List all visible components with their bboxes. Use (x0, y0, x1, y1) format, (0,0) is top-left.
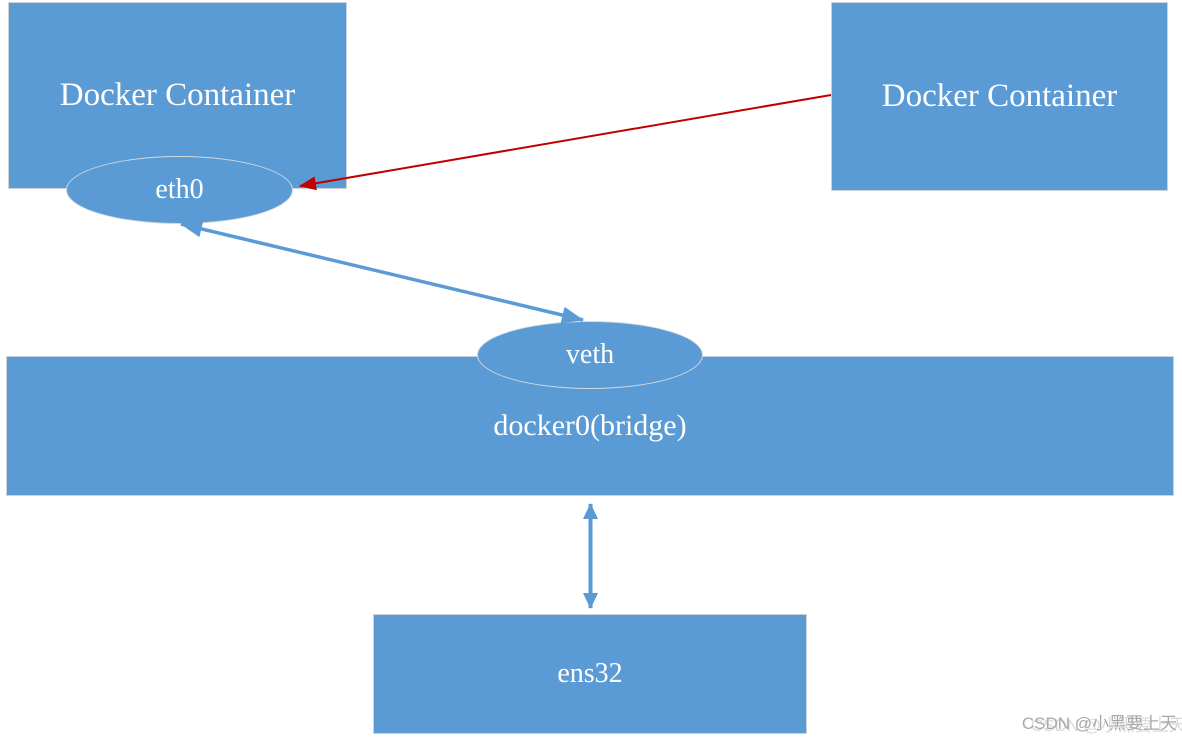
node-docker-container-right: Docker Container (831, 2, 1168, 191)
node-label: Docker Container (881, 78, 1118, 114)
node-label: ens32 (557, 658, 623, 689)
csdn-watermark: CSDN @小黑要上天 (1021, 714, 1177, 733)
node-eth0: eth0 (66, 156, 293, 224)
node-label: docker0(bridge) (493, 409, 687, 442)
node-ens32: ens32 (373, 614, 807, 734)
edge-container-right-to-eth0 (299, 94, 832, 191)
edge-eth0-to-veth (180, 220, 584, 324)
node-veth: veth (477, 321, 703, 389)
node-label: veth (565, 339, 615, 370)
node-label: eth0 (155, 174, 204, 205)
node-label: Docker Container (59, 77, 296, 113)
